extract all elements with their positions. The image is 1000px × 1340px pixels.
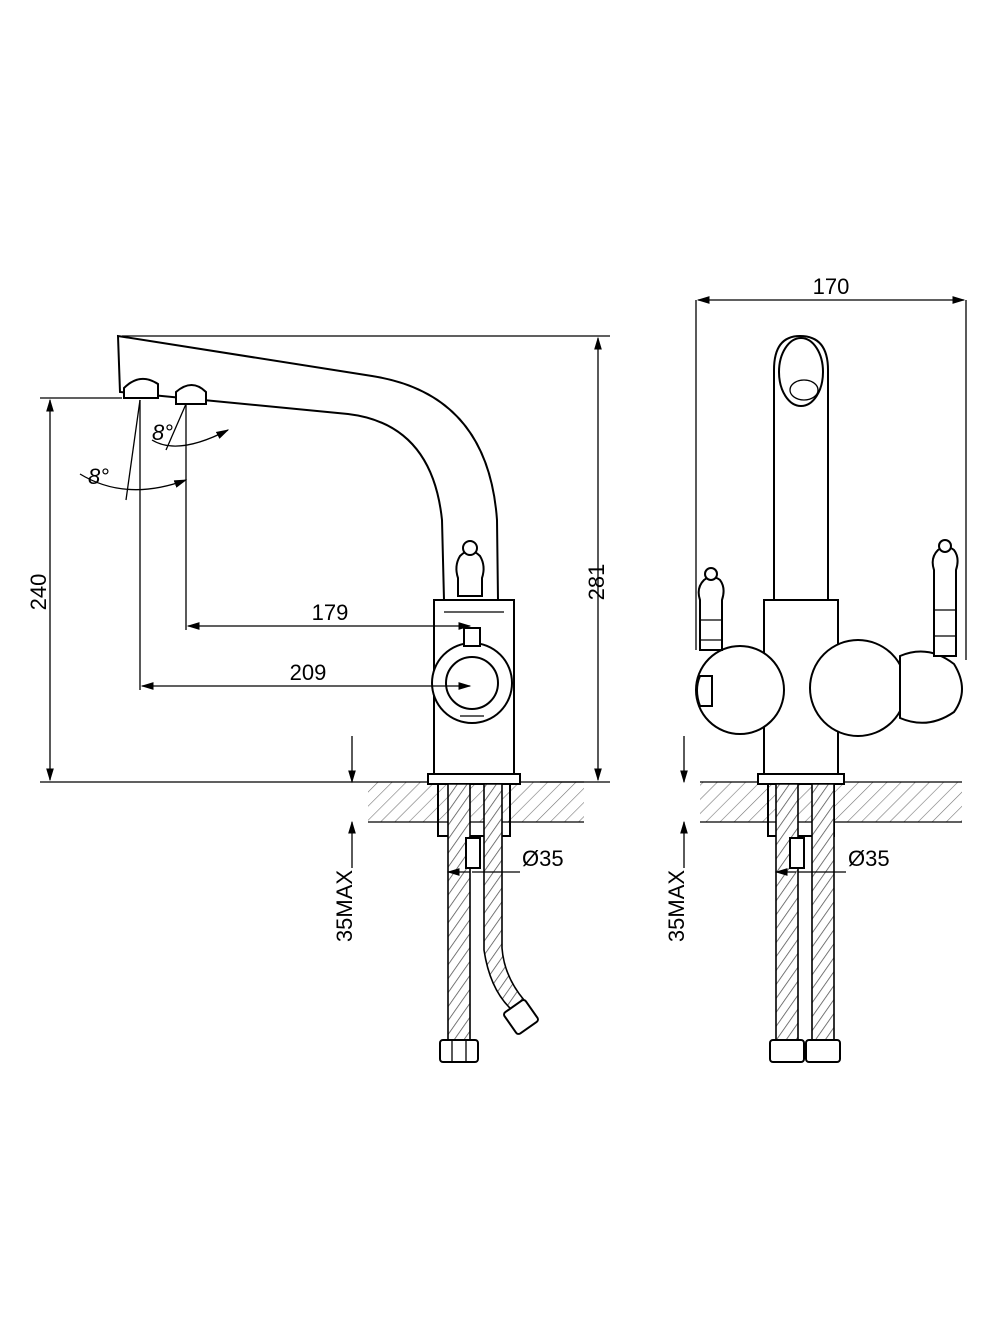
front-view: 170 35MAX Ø35 [664,274,967,1063]
angle-label-1: 8° [152,420,173,445]
angle-arc-upper [151,429,230,447]
base-plate-front [757,773,845,785]
side-handle-lever [455,550,485,597]
dim-reach-long: 209 [290,660,327,685]
outlet-left [123,377,159,399]
right-valve-body [809,639,907,737]
dim-height-total: 281 [584,564,609,601]
hose-right-front [811,783,835,1041]
dim-reach-short: 179 [312,600,349,625]
right-handle-lever [931,546,959,657]
hose-straight-side [447,783,471,1041]
base-plate-side [427,773,521,785]
hose-nut-right-front [805,1039,841,1063]
dim-mount-thickness-front: 35MAX [664,870,689,942]
spout-front [773,334,829,601]
side-view: 281 240 179 209 8° 8° 35MAX Ø35 [26,334,610,1063]
outlet-right [175,384,207,405]
hose-left-front [775,783,799,1041]
dim-hole-diameter-front: Ø35 [848,846,890,871]
left-valve-body [695,645,785,735]
angle-arc-lower [79,473,188,491]
dim-hole-diameter-side: Ø35 [522,846,564,871]
dim-mount-thickness-side: 35MAX [332,870,357,942]
dim-height-outlet: 240 [26,574,51,611]
spout [116,334,500,601]
left-handle-lever [697,576,725,651]
side-valve-ring [431,642,513,724]
angle-label-2: 8° [88,464,109,489]
hose-nut-left-front [769,1039,805,1063]
hose-nut-side [439,1039,479,1063]
countertop-side [368,782,584,822]
dim-width: 170 [813,274,850,299]
